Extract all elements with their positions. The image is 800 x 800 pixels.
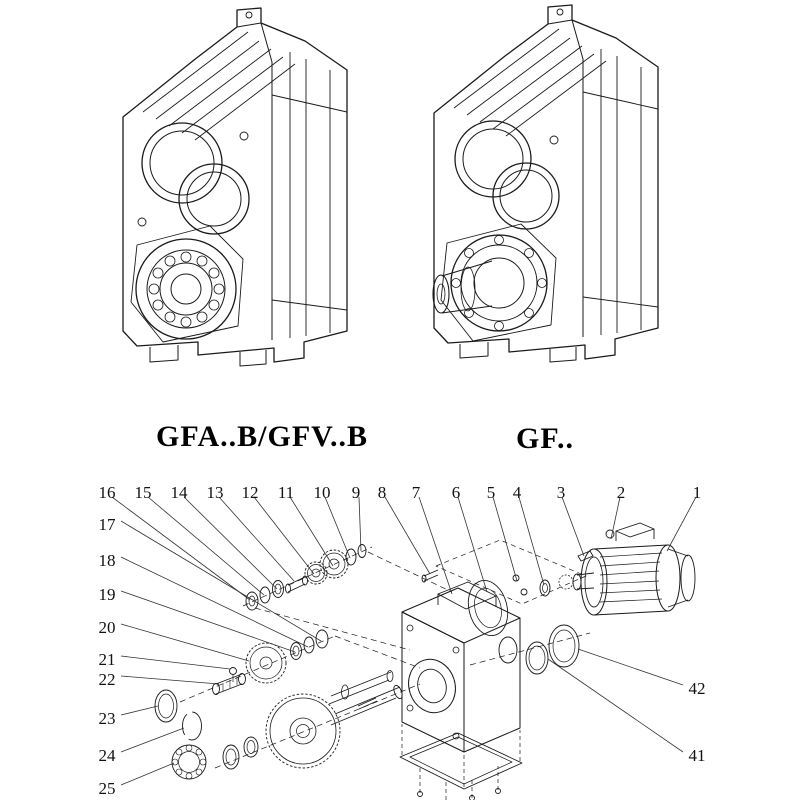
- part-label-14: 14: [170, 483, 188, 502]
- gasket-drawing: [467, 550, 594, 637]
- part-label-21: 21: [98, 650, 116, 669]
- part-label-18: 18: [98, 551, 116, 570]
- leader-lines: [111, 496, 697, 786]
- part-label-20: 20: [98, 618, 116, 637]
- exploded-view-drawing: [154, 522, 696, 800]
- part-label-7: 7: [411, 483, 421, 502]
- part-label-25: 25: [98, 779, 116, 798]
- part-label-11: 11: [277, 483, 295, 502]
- motor-drawing: [558, 522, 696, 616]
- part-label-12: 12: [241, 483, 259, 502]
- part-label-3: 3: [556, 483, 566, 502]
- part-label-8: 8: [377, 483, 387, 502]
- part-label-5: 5: [486, 483, 496, 502]
- gearbox-left-drawing: [122, 7, 348, 367]
- part-label-17: 17: [98, 515, 116, 534]
- cover-plate-drawing: [399, 724, 523, 800]
- part-label-2: 2: [616, 483, 626, 502]
- part-label-19: 19: [98, 585, 116, 604]
- part-label-15: 15: [134, 483, 152, 502]
- input-shaft-parts-drawing: [242, 544, 453, 651]
- intermediate-gear-parts-drawing: [154, 629, 421, 741]
- model-label-gfab-gfvb: GFA..B/GFV..B: [156, 420, 368, 453]
- part-label-4: 4: [512, 483, 522, 502]
- part-label-41: 41: [688, 746, 706, 765]
- gearbox-right-drawing: [432, 4, 659, 363]
- part-label-1: 1: [692, 483, 702, 502]
- housing-drawing: [401, 581, 521, 753]
- part-label-23: 23: [98, 709, 116, 728]
- part-label-9: 9: [351, 483, 361, 502]
- part-label-42: 42: [688, 679, 706, 698]
- part-label-24: 24: [98, 746, 116, 765]
- retaining-rings-drawing: [469, 624, 591, 675]
- part-label-6: 6: [451, 483, 461, 502]
- part-label-10: 10: [313, 483, 331, 502]
- output-shaft-drawing: [432, 260, 493, 314]
- output-gear-parts-drawing: [171, 670, 421, 780]
- part-label-22: 22: [98, 670, 116, 689]
- model-label-gf: GF..: [516, 422, 574, 455]
- part-label-13: 13: [206, 483, 224, 502]
- part-label-16: 16: [98, 483, 116, 502]
